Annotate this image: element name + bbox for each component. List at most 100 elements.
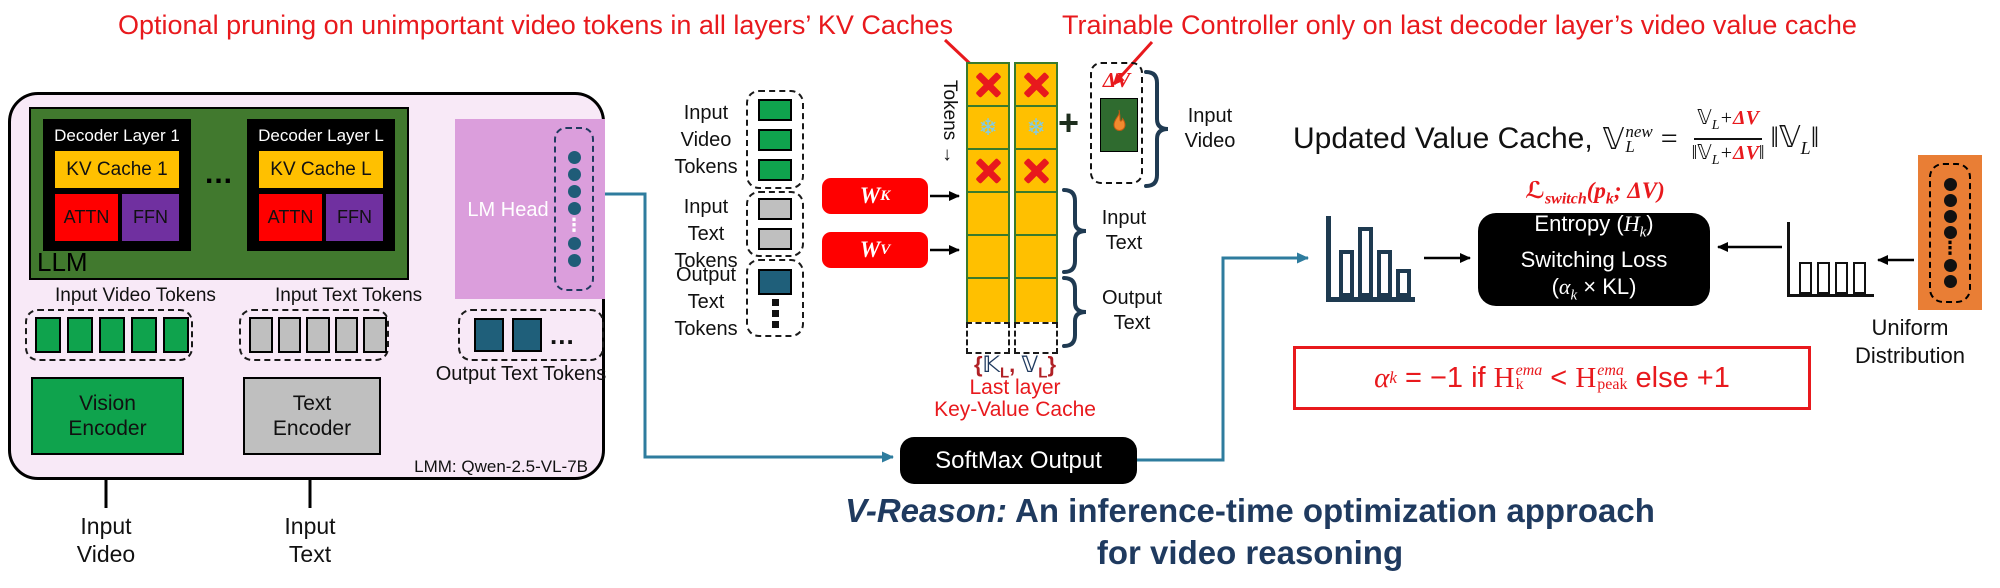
- v-symbol: 𝕍: [1602, 121, 1625, 157]
- v-symbol: 𝕍: [1697, 105, 1712, 129]
- loss-subscript: switch: [1544, 190, 1587, 208]
- value-symbol: 𝕍: [1021, 353, 1039, 378]
- text-token: [249, 317, 273, 353]
- mid-output-tokens-box: [746, 259, 804, 337]
- pruned-cell: [1016, 150, 1056, 193]
- x-mark-icon: [1021, 156, 1051, 186]
- output-text-tokens-caption: Output Text Tokens: [435, 363, 607, 385]
- norm-bar: ‖: [1691, 142, 1698, 164]
- text-encoder-label: Text Encoder: [272, 392, 352, 440]
- input-video-tokens-label: Input Video Tokens: [55, 285, 216, 306]
- key-subscript: L: [999, 364, 1010, 382]
- set-close: }: [1047, 352, 1057, 377]
- plus-sign: +: [1719, 142, 1734, 164]
- input-text-label: Input Text: [284, 513, 336, 567]
- logit-dot: [567, 237, 581, 250]
- text-token: [758, 198, 792, 220]
- model-label: LMM: Qwen-2.5-VL-7B: [414, 457, 588, 476]
- key-cache-column: ❄: [966, 62, 1010, 324]
- ellipsis-dot: [771, 309, 779, 317]
- snowflake-icon: ❄: [1026, 114, 1046, 141]
- text-encoder-box: Text Encoder: [243, 377, 381, 455]
- output-text-brace: [1062, 276, 1087, 348]
- vision-encoder-box: Vision Encoder: [31, 377, 184, 455]
- output-token: [758, 268, 792, 295]
- vertical-ellipsis-icon: ⋮: [565, 215, 583, 236]
- norm-bar: ‖: [1758, 142, 1765, 164]
- input-video-tokens-box: [25, 309, 193, 361]
- fraction: 𝕍L+ΔV ‖𝕍L+ΔV‖: [1692, 105, 1765, 173]
- lmm-panel: Decoder Layer 1 KV Cache 1 ATTN FFN ... …: [8, 92, 606, 480]
- mid-video-tokens-box: [746, 90, 804, 189]
- v-symbol: 𝕍: [1697, 140, 1712, 164]
- vision-encoder-label: Vision Encoder: [68, 392, 147, 440]
- logits-dots-panel: ⋮: [554, 127, 594, 291]
- snowflake-icon: ❄: [978, 114, 998, 141]
- kv-cell: [1016, 193, 1056, 236]
- lm-head-label: LM Head: [467, 199, 549, 221]
- delta-v-label: ΔV: [1102, 68, 1131, 92]
- plus-operator: +: [1058, 102, 1080, 143]
- llm-label: LLM: [37, 247, 88, 277]
- mid-output-text-tokens-label: Output Text Tokens: [674, 264, 738, 340]
- logit-dot: [567, 185, 581, 198]
- entropy-line1: Entropy (Hk): [1534, 210, 1654, 240]
- alpha-symbol: α: [1374, 361, 1390, 394]
- sub-l: L: [1711, 153, 1720, 168]
- ffn-box-L: FFN: [326, 194, 383, 241]
- input-text-brace: [1062, 188, 1087, 274]
- brace-output-text-label: Output Text: [1101, 287, 1163, 334]
- entropy-histogram-icon: [1326, 216, 1415, 302]
- video-token: [67, 317, 93, 353]
- hist-bar: [1377, 250, 1392, 297]
- caption-controller: Trainable Controller only on last decode…: [1062, 10, 1857, 40]
- decoder-layer-1: Decoder Layer 1 KV Cache 1 ATTN FFN: [43, 119, 191, 251]
- text-token: [363, 317, 387, 353]
- entropy-line3: (αk × KL): [1551, 274, 1637, 304]
- uniform-dot: [1943, 209, 1957, 223]
- key-cache-pending-cell: [966, 322, 1010, 354]
- video-token: [99, 317, 125, 353]
- trainable-controller-box: ΔV: [1090, 62, 1143, 184]
- ellipsis-dot: [771, 298, 779, 306]
- mid-input-text-tokens-label: Input Text Tokens: [674, 196, 738, 272]
- uniform-dot: [1943, 177, 1957, 191]
- flame-icon: [1113, 109, 1126, 131]
- text-token: [277, 317, 302, 353]
- vertical-ellipsis-icon: ⋮: [1941, 237, 1959, 259]
- value-cache-pending-cell: [1014, 322, 1058, 354]
- loss-args-rest: ; ΔV): [1613, 178, 1665, 203]
- brace-input-video-label: Input Video: [1184, 105, 1236, 152]
- pruned-cell: [968, 64, 1008, 107]
- video-token: [131, 317, 157, 353]
- output-ellipsis: ...: [550, 319, 575, 350]
- video-token: [163, 317, 189, 353]
- uniform-reference-box: ⋮: [1918, 155, 1982, 310]
- kv-set-label: {𝕂L, 𝕍L}: [945, 352, 1085, 381]
- sub-l: L: [1711, 118, 1720, 133]
- softmax-output-box: SoftMax Output: [900, 437, 1137, 484]
- wv-symbol: W: [859, 237, 881, 262]
- uniform-histogram-icon: [1787, 222, 1874, 297]
- kv-cache-L-box: KV Cache L: [259, 151, 383, 188]
- tokens-axis-label: Tokens →: [939, 80, 960, 165]
- set-comma: ,: [1009, 352, 1022, 377]
- kv-cache-note: Key-Value Cache: [934, 398, 1096, 421]
- kv-cache-1-box: KV Cache 1: [55, 151, 179, 188]
- alpha-mid: = −1 if: [1396, 361, 1494, 394]
- pruned-cell: [968, 150, 1008, 193]
- kv-cell: [968, 279, 1008, 322]
- video-token: [758, 158, 792, 181]
- logit-dot: [567, 254, 581, 267]
- norm-bar: ‖: [1810, 120, 1820, 154]
- delta-v: ΔV: [1733, 107, 1759, 129]
- hist-bar: [1339, 250, 1354, 297]
- brace-input-text-label: Input Text: [1101, 207, 1147, 254]
- kv-cell: [1016, 236, 1056, 279]
- uniform-dot: [1943, 274, 1957, 288]
